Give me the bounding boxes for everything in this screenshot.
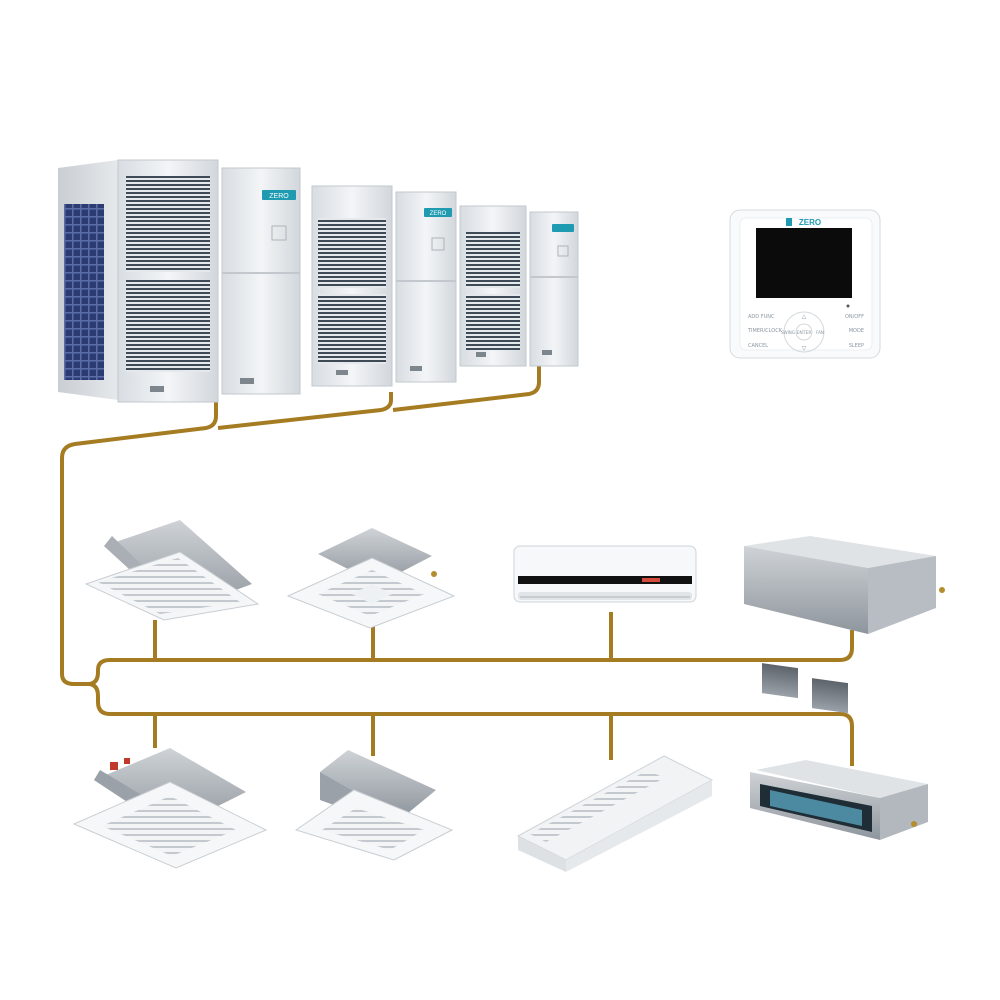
refrigerant-pipes	[60, 366, 854, 766]
btn-timer-clock[interactable]: TIMER/CLOCK	[747, 328, 783, 334]
arrow-up-icon[interactable]: △	[802, 313, 807, 320]
fan-grille-icon	[126, 280, 210, 372]
indoor-unit-four-way-cassette	[286, 528, 456, 629]
arrow-down-icon[interactable]: ▽	[802, 345, 807, 352]
fan-grille-icon	[318, 218, 386, 288]
main-splitter-lower	[87, 682, 854, 766]
indoor-unit-large-cassette	[72, 748, 268, 869]
btn-swing[interactable]: SWING	[781, 330, 795, 335]
zero-logo-icon	[786, 218, 792, 226]
blower-fan-icon	[812, 678, 848, 714]
fan-grille-icon	[466, 232, 520, 288]
btn-mode[interactable]: MODE	[849, 328, 864, 334]
outdoor-unit-bank: ZERO ZERO	[58, 159, 579, 403]
coil-icon	[64, 204, 104, 380]
fan-grille-icon	[126, 176, 210, 272]
controller-screen	[756, 228, 852, 298]
btn-sleep[interactable]: SLEEP	[849, 343, 864, 349]
outdoor-branch-2	[217, 392, 393, 430]
main-splitter	[87, 630, 854, 686]
indoor-unit-one-way-cassette	[84, 520, 260, 621]
outdoor-branch-3	[392, 366, 541, 412]
indoor-unit-wall-split	[513, 545, 697, 603]
coil-icon	[770, 790, 862, 826]
controller-brand: ZERO	[799, 218, 821, 227]
indoor-unit-compact-cassette	[294, 750, 454, 861]
btn-enter[interactable]: ENTER	[797, 330, 812, 336]
btn-on-off[interactable]: ON/OFF	[845, 314, 864, 320]
fan-grille-icon	[466, 294, 520, 350]
indoor-unit-high-static-duct	[744, 536, 945, 714]
brand-logo-text: ZERO	[269, 193, 289, 200]
power-led-icon	[846, 304, 850, 308]
fan-grille-icon	[318, 294, 386, 364]
brand-logo-text: ZERO	[430, 211, 447, 217]
dpad-ring[interactable]	[783, 311, 825, 353]
outdoor-unit-1: ZERO	[58, 159, 301, 403]
btn-add-func[interactable]: ADD FUNC	[748, 314, 775, 320]
btn-cancel[interactable]: CANCEL	[748, 343, 768, 349]
wired-controller: ZERO ADD FUNC TIMER/CLOCK CANCEL ON/OFF …	[729, 209, 881, 359]
btn-fan[interactable]: FAN	[816, 330, 824, 335]
indoor-unit-slim-duct	[750, 760, 928, 840]
outdoor-header-pipe	[60, 402, 218, 686]
outdoor-unit-2: ZERO	[311, 185, 457, 387]
outdoor-unit-3	[459, 205, 579, 367]
indoor-unit-ceiling-floor	[516, 755, 714, 872]
